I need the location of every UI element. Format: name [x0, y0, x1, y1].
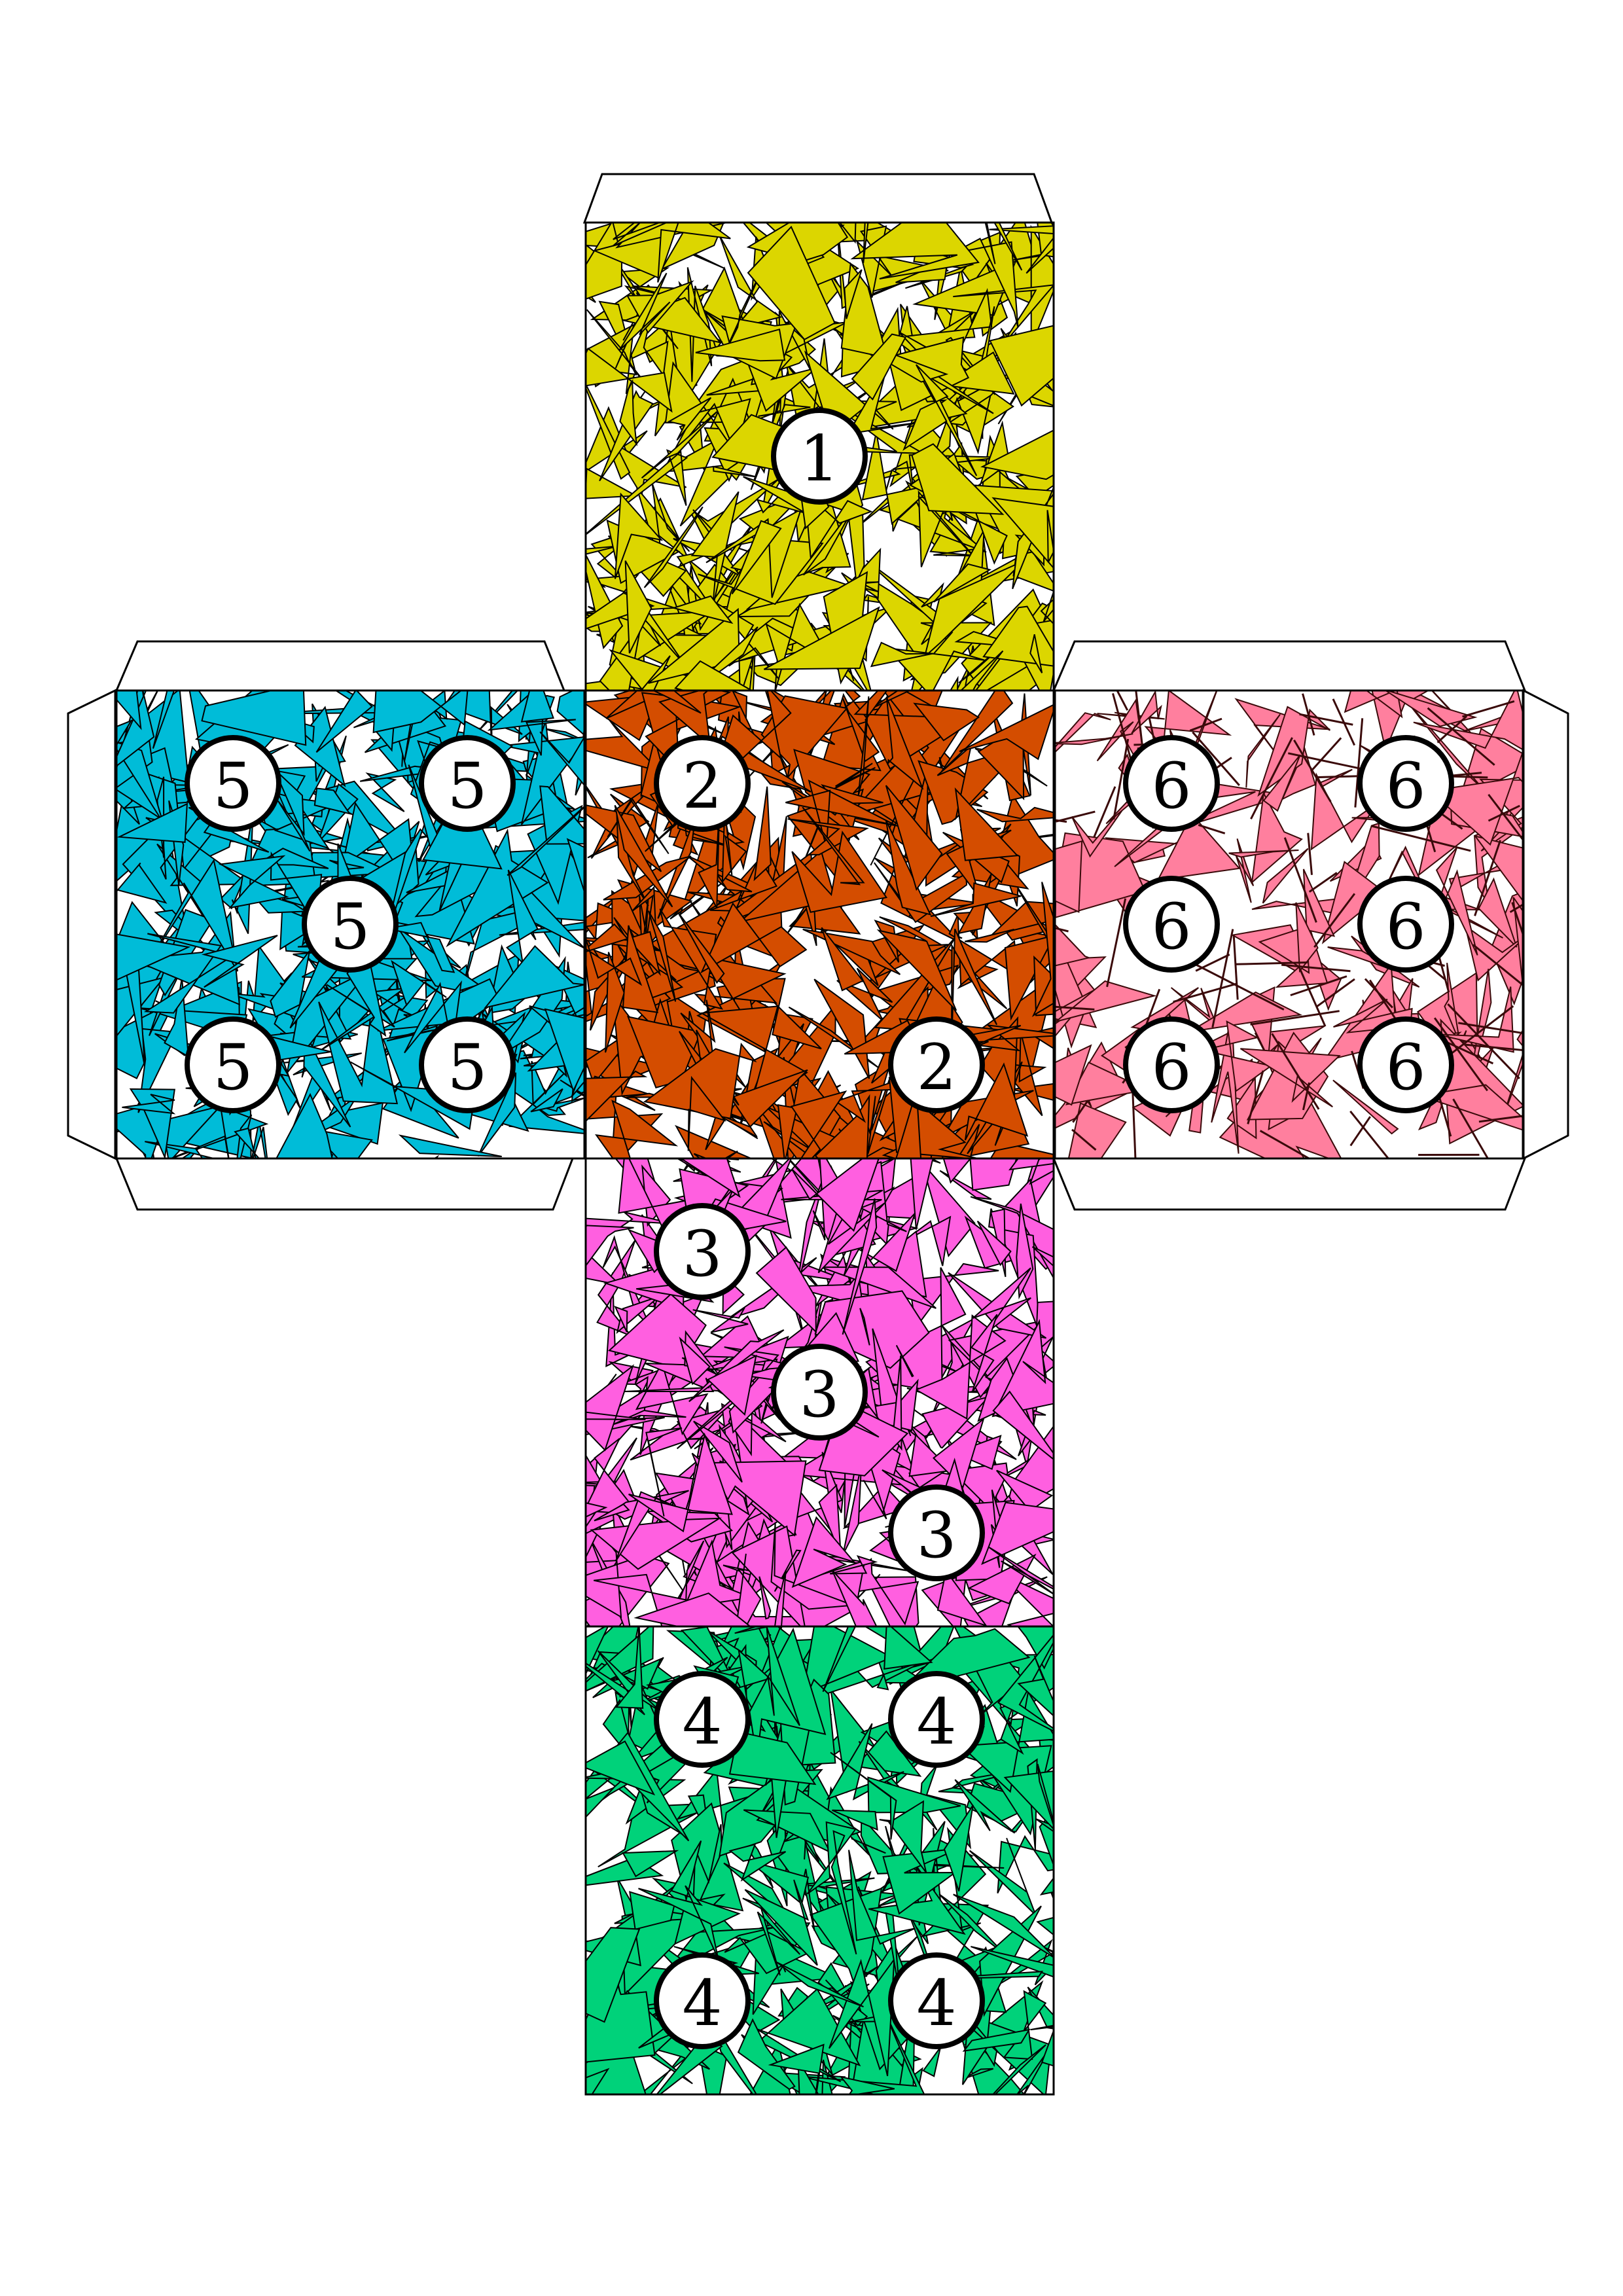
pip-number: 5	[447, 749, 487, 823]
pip-circle	[654, 735, 751, 832]
face-5-pip: 5	[185, 735, 281, 832]
pip-circle	[771, 1344, 868, 1441]
face-3: 3 3 3	[584, 1157, 1055, 1628]
pip-circle	[1123, 876, 1220, 973]
pip-circle	[419, 1016, 516, 1113]
pip-circle	[1357, 876, 1454, 973]
tab-right-side	[1522, 689, 1569, 1160]
face-4-pip: 4	[888, 1952, 985, 2049]
face-3-pip: 3	[654, 1203, 751, 1300]
face-6-pip: 6	[1123, 735, 1220, 832]
face-5-border	[115, 689, 586, 1160]
pip-circle	[888, 1016, 985, 1113]
face-1-shard-pattern	[586, 223, 1054, 691]
face-5-pip: 5	[185, 1016, 281, 1113]
face-1-pip: 1	[771, 408, 868, 505]
pip-circle	[185, 1016, 281, 1113]
pip-circle	[771, 408, 868, 505]
pip-number: 5	[213, 749, 253, 823]
face-3-pip: 3	[771, 1344, 868, 1441]
face-6-border	[1054, 689, 1524, 1160]
face-6-pip: 6	[1357, 1016, 1454, 1113]
pip-circle	[888, 1952, 985, 2049]
pip-number: 4	[682, 1685, 722, 1759]
face-4-pip: 4	[654, 1952, 751, 2049]
face-4-border	[584, 1625, 1055, 2096]
face-1: 1	[584, 221, 1055, 692]
pip-number: 3	[916, 1499, 956, 1572]
face-4-pip: 4	[888, 1671, 985, 1768]
pip-number: 6	[1385, 1031, 1425, 1104]
pip-number: 3	[799, 1358, 839, 1431]
pip-number: 5	[213, 1031, 253, 1104]
face-5-pip: 5	[419, 735, 516, 832]
tab-right-bottom	[1052, 1157, 1527, 1211]
face-4-pip: 4	[654, 1671, 751, 1768]
pip-circle	[888, 1671, 985, 1768]
pip-circle	[654, 1203, 751, 1300]
pip-circle	[1357, 735, 1454, 832]
face-5: 5 5 5 5 5	[115, 689, 586, 1160]
pip-number: 1	[799, 422, 839, 495]
pip-number: 4	[916, 1967, 956, 2040]
pip-number: 6	[1151, 890, 1191, 963]
tab-left-bottom	[115, 1157, 575, 1211]
face-5-pip: 5	[419, 1016, 516, 1113]
pip-circle	[1123, 735, 1220, 832]
pip-circle	[1123, 1016, 1220, 1113]
pip-number: 4	[916, 1685, 956, 1759]
face-2-shard-pattern	[586, 691, 1054, 1158]
pip-circle	[888, 1484, 985, 1581]
pip-circle	[419, 735, 516, 832]
tab-right-top	[1052, 640, 1527, 692]
tab-top	[582, 173, 1054, 224]
pip-circle	[185, 735, 281, 832]
tab-left-top	[115, 640, 566, 692]
pip-number: 2	[682, 749, 722, 823]
pip-circle	[654, 1671, 751, 1768]
pip-number: 3	[682, 1217, 722, 1291]
face-2: 22	[584, 689, 1055, 1160]
pip-number: 4	[682, 1967, 722, 2040]
face-6-pip: 6	[1357, 876, 1454, 973]
face-5-pip: 5	[302, 876, 399, 973]
face-6-pip: 6	[1357, 735, 1454, 832]
pip-circle	[1357, 1016, 1454, 1113]
pip-number: 6	[1151, 749, 1191, 823]
face-2-pip: 2	[654, 735, 751, 832]
face-6-pip: 6	[1123, 876, 1220, 973]
face-6: 6 6 6 6 6 6	[1054, 689, 1524, 1160]
face-2-pip: 2	[888, 1016, 985, 1113]
pip-number: 6	[1151, 1031, 1191, 1104]
face-3-pip: 3	[888, 1484, 985, 1581]
face-6-pip: 6	[1123, 1016, 1220, 1113]
tab-left-side	[67, 689, 116, 1160]
pip-circle	[302, 876, 399, 973]
pip-circle	[654, 1952, 751, 2049]
pip-number: 6	[1385, 890, 1425, 963]
pip-number: 6	[1385, 749, 1425, 823]
face-4: 4 4 4 4	[584, 1625, 1055, 2096]
face-6-shard-pattern	[1055, 691, 1523, 1158]
pip-number: 5	[330, 890, 370, 963]
pip-number: 5	[447, 1031, 487, 1104]
pip-number: 2	[916, 1031, 956, 1104]
